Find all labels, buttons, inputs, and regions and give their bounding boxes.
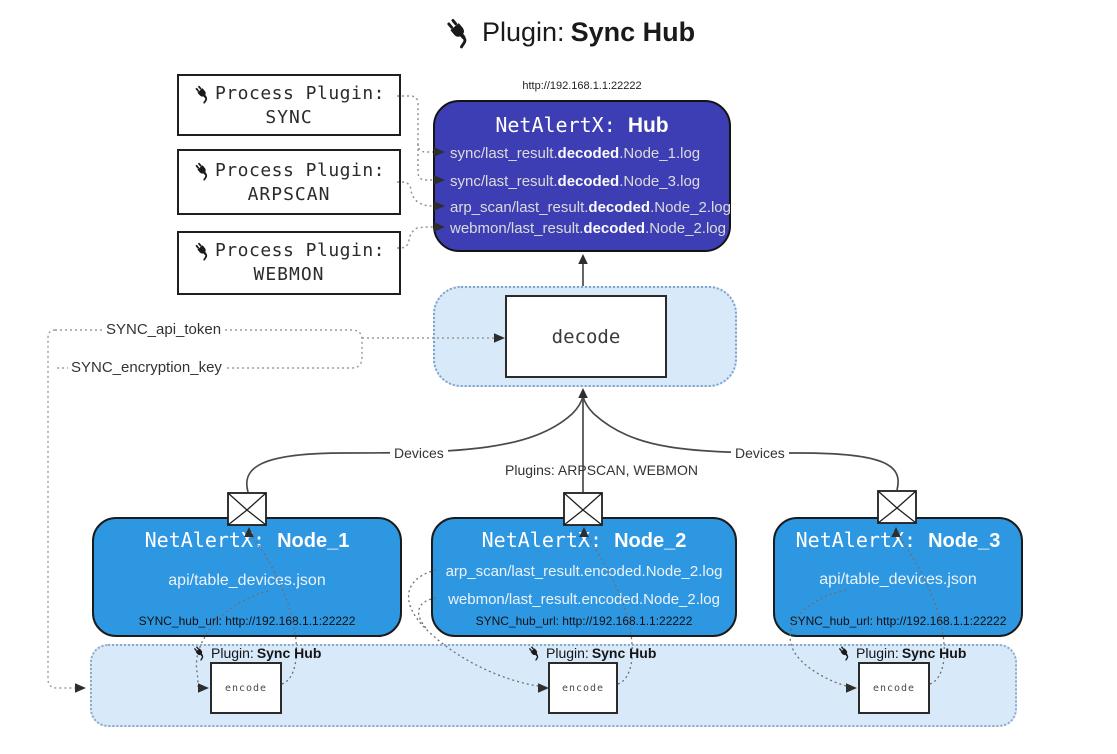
- process-plugin-label: Process Plugin:: [214, 160, 386, 181]
- process-plugin-name: WEBMON: [253, 264, 325, 285]
- node-title: NetAlertX: Node_1: [144, 528, 350, 552]
- page-title-name: Sync Hub: [570, 17, 696, 47]
- edge-label-devices-right: Devices: [731, 445, 789, 461]
- process-plugin-webmon: Process Plugin: WEBMON: [177, 231, 401, 295]
- plug-icon: [192, 645, 207, 661]
- plug-icon: [192, 83, 212, 104]
- plug-icon: [192, 240, 212, 261]
- node-1-box: NetAlertX: Node_1 api/table_devices.json…: [92, 517, 402, 637]
- band-plugin-label: Plugin:Sync Hub: [527, 645, 656, 661]
- node-title: NetAlertX: Node_3: [795, 528, 1001, 552]
- plug-icon: [192, 160, 212, 181]
- band-plugin-label: Plugin:Sync Hub: [192, 645, 321, 661]
- hub-log-line: arp_scan/last_result.decoded.Node_2.log: [450, 199, 731, 216]
- process-plugin-arpscan: Process Plugin: ARPSCAN: [177, 149, 401, 215]
- hub-title-prefix: NetAlertX:: [495, 113, 616, 137]
- node-hub-url: SYNC_hub_url: http://192.168.1.1:22222: [475, 614, 693, 628]
- node-file: arp_scan/last_result.encoded.Node_2.log: [445, 563, 723, 580]
- hub-title-name: Hub: [627, 114, 669, 137]
- envelope-icon: [227, 492, 267, 526]
- decode-label: decode: [551, 325, 621, 348]
- hub-log-line: sync/last_result.decoded.Node_3.log: [450, 173, 701, 190]
- config-api-token-label: SYNC_api_token: [103, 321, 225, 338]
- process-plugin-label: Process Plugin:: [214, 83, 386, 104]
- process-plugin-name: SYNC: [265, 107, 313, 128]
- encode-box: encode: [210, 662, 282, 714]
- decode-box: decode: [505, 295, 667, 378]
- process-plugin-label: Process Plugin:: [214, 240, 386, 261]
- band-plugin-label: Plugin:Sync Hub: [837, 645, 966, 661]
- node-3-box: NetAlertX: Node_3 api/table_devices.json…: [773, 517, 1023, 637]
- envelope-icon: [877, 490, 917, 524]
- node-hub-url: SYNC_hub_url: http://192.168.1.1:22222: [138, 614, 356, 628]
- node-file: api/table_devices.json: [819, 571, 977, 588]
- encode-box: encode: [548, 662, 618, 714]
- node-file: api/table_devices.json: [168, 572, 326, 589]
- hub-box: NetAlertX: Hub sync/last_result.decoded.…: [433, 100, 731, 252]
- page-title: Plugin: Sync Hub: [443, 16, 695, 49]
- hub-title: NetAlertX: Hub: [435, 113, 729, 138]
- page-title-prefix: Plugin:: [482, 17, 565, 47]
- hub-log-line: webmon/last_result.decoded.Node_2.log: [450, 220, 726, 237]
- node-title: NetAlertX: Node_2: [481, 528, 687, 552]
- process-plugin-sync: Process Plugin: SYNC: [177, 74, 401, 136]
- hub-url-label: http://192.168.1.1:22222: [522, 80, 642, 92]
- plug-icon: [837, 645, 852, 661]
- plug-icon: [527, 645, 542, 661]
- node-file: webmon/last_result.encoded.Node_2.log: [448, 591, 720, 608]
- plug-icon: [443, 16, 474, 49]
- node-hub-url: SYNC_hub_url: http://192.168.1.1:22222: [789, 614, 1007, 628]
- hub-log-line: sync/last_result.decoded.Node_1.log: [450, 145, 701, 162]
- envelope-icon: [563, 492, 603, 526]
- config-encryption-key-label: SYNC_encryption_key: [68, 359, 225, 376]
- edge-label-plugins: Plugins: ARPSCAN, WEBMON: [505, 462, 698, 478]
- node-2-box: NetAlertX: Node_2 arp_scan/last_result.e…: [431, 517, 737, 637]
- edge-label-devices-left: Devices: [390, 445, 448, 461]
- encode-box: encode: [858, 662, 930, 714]
- process-plugin-name: ARPSCAN: [247, 184, 331, 205]
